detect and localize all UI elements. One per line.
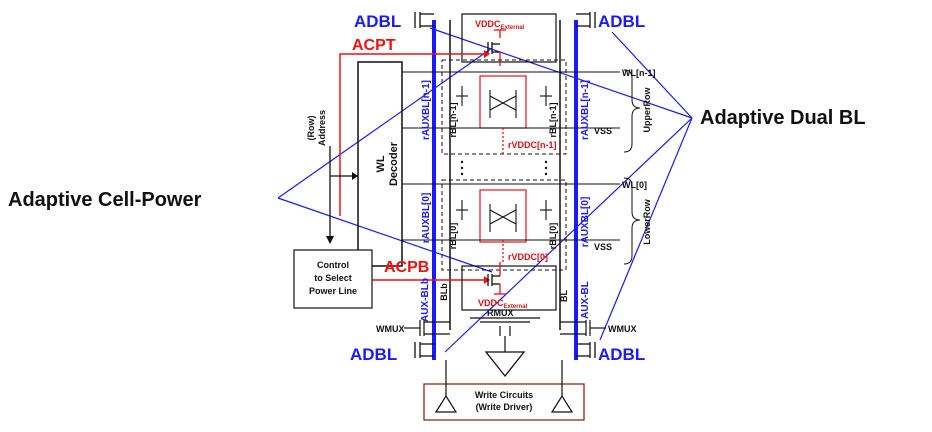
svg-text:AUX-BL: AUX-BL [580, 281, 591, 319]
vddc-external-top-label: VDDCExternal [475, 19, 525, 31]
write-circuits [423, 383, 585, 421]
vddc-external-bottom-label: VDDCExternal [478, 298, 528, 310]
svg-text:WMUX: WMUX [608, 324, 637, 334]
dual-bl-callout-lines [429, 27, 693, 353]
r-vddc-n1-label: rVDDC[n-1] [508, 140, 557, 150]
lower-row-cell [441, 179, 567, 271]
svg-text:RMUX: RMUX [487, 308, 514, 318]
wl-0-label: WL[0] [622, 180, 647, 190]
svg-text:WMUX: WMUX [376, 324, 405, 334]
adbl-top-right-label: ADBL [598, 12, 645, 31]
svg-text:rAUXBL[n-1]: rAUXBL[n-1] [421, 80, 432, 140]
svg-text:AUX-BLb: AUX-BLb [420, 278, 431, 322]
vddc-external-bottom-box [461, 265, 557, 311]
vss-upper-label: VSS [594, 126, 612, 136]
wl-decoder [357, 61, 403, 267]
adbl-bottom-left-transistor [414, 342, 434, 358]
svg-text:Address: Address [317, 110, 327, 146]
acpb-transistor [487, 274, 500, 286]
svg-text:rAUXBL[0]: rAUXBL[0] [580, 197, 591, 248]
vss-lower-label: VSS [594, 242, 612, 252]
svg-text:rAUXBL[0]: rAUXBL[0] [421, 193, 432, 244]
sense-amp [484, 351, 526, 378]
svg-text:rBL[0]: rBL[0] [548, 223, 558, 250]
svg-text:(Write Driver): (Write Driver) [476, 402, 533, 412]
svg-text:Decoder: Decoder [388, 141, 400, 186]
r-vddc-0-label: rVDDC[0] [508, 252, 548, 262]
adbl-bottom-left-label: ADBL [350, 345, 397, 364]
acpb-label: ACPB [384, 259, 429, 276]
svg-text:to Select: to Select [314, 273, 352, 283]
svg-text:Control: Control [317, 260, 349, 270]
adbl-top-right-transistor [576, 12, 596, 28]
svg-text:rBL[n-1]: rBL[n-1] [448, 103, 458, 138]
svg-text:Write Circuits: Write Circuits [475, 390, 533, 400]
vddc-external-top-box [461, 13, 557, 63]
row-address-label: (Row) [306, 116, 316, 141]
acpt-transistor [487, 42, 500, 54]
svg-text:Power Line: Power Line [309, 286, 357, 296]
svg-text:BL: BL [559, 290, 569, 302]
upper-row-cell [441, 59, 567, 155]
cell-power-callout-lines [277, 47, 493, 273]
svg-text:UpperRow: UpperRow [642, 87, 652, 133]
adbl-bottom-right-label: ADBL [598, 345, 645, 364]
adbl-top-left-label: ADBL [354, 12, 401, 31]
wl-n1-label: WL[n-1] [622, 68, 656, 78]
svg-text:LowerRow: LowerRow [642, 198, 652, 245]
svg-text:rBL[0]: rBL[0] [448, 223, 458, 250]
adbl-top-left-transistor [414, 12, 434, 28]
adbl-bottom-right-transistor [576, 342, 596, 358]
adaptive-cell-power-label: Adaptive Cell-Power [8, 189, 202, 211]
svg-text:rBL[n-1]: rBL[n-1] [548, 103, 558, 138]
adaptive-dual-bl-label: Adaptive Dual BL [700, 107, 866, 129]
svg-text:rAUXBL[n-1]: rAUXBL[n-1] [580, 80, 591, 140]
svg-text:BLb: BLb [439, 283, 449, 301]
control-select-power-line [293, 249, 373, 309]
wl-decoder-label: WL [375, 155, 387, 172]
aux-bitlines [432, 20, 578, 360]
acpt-label: ACPT [352, 37, 396, 54]
